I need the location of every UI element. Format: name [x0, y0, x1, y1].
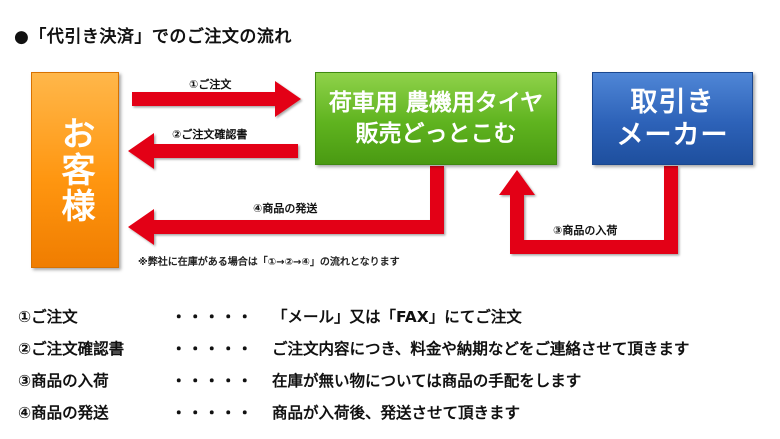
legend-desc: 在庫が無い物については商品の手配をします [272, 372, 582, 390]
arrive-arrow [499, 166, 678, 254]
legend-name: ④商品の発送 [18, 404, 109, 422]
legend-name: ②ご注文確認書 [18, 340, 125, 358]
legend-desc: ご注文内容につき、料金や納期などをご連絡させて頂きます [272, 340, 690, 358]
confirm-label: ②ご注文確認書 [172, 128, 248, 141]
ship-label: ④商品の発送 [253, 202, 318, 215]
stock-note: ※弊社に在庫がある場合は「①→②→④」の流れとなります [138, 257, 400, 268]
legend-dots: ・・・・・ [171, 404, 254, 422]
confirm-arrow [128, 133, 298, 169]
legend-desc: 商品が入荷後、発送させて頂きます [272, 404, 521, 422]
legend-dots: ・・・・・ [171, 308, 254, 326]
order-label: ①ご注文 [189, 78, 232, 91]
legend-desc: 「メール」又は「FAX」にてご注文 [272, 308, 522, 326]
page-title: ●「代引き決済」でのご注文の流れ [14, 27, 292, 47]
legend-name: ①ご注文 [18, 308, 78, 326]
legend-dots: ・・・・・ [171, 340, 254, 358]
legend-name: ③商品の入荷 [18, 372, 109, 390]
ship-arrow [128, 166, 444, 245]
order-arrow [132, 81, 301, 117]
legend-dots: ・・・・・ [171, 372, 254, 390]
arrive-label: ③商品の入荷 [553, 224, 618, 237]
shop-box: 荷車用 農機用タイヤ 販売どっとこむ [315, 72, 557, 165]
maker-box: 取引き メーカー [592, 72, 753, 165]
customer-box: お客様 [31, 72, 119, 268]
